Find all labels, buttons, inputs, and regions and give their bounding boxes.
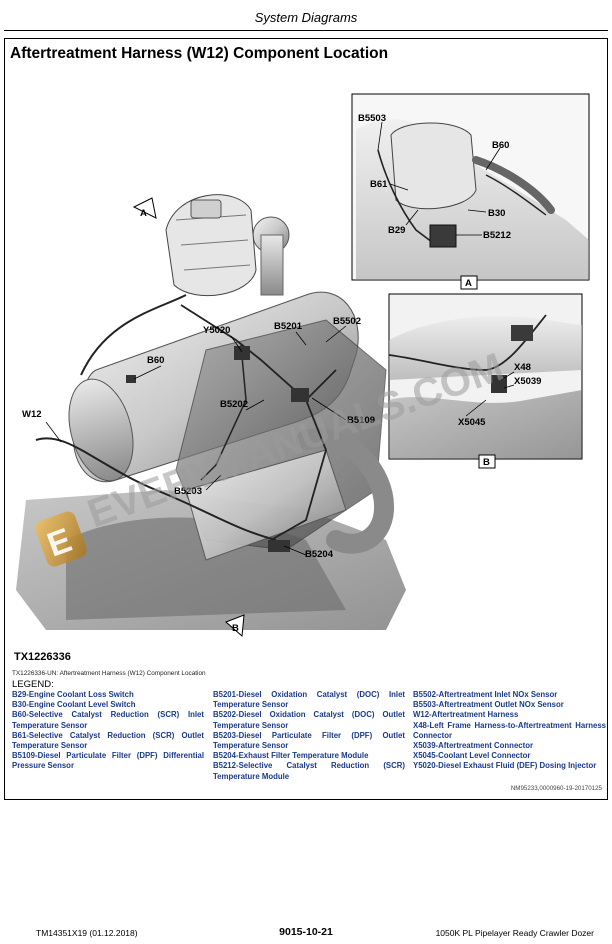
legend-column-2: B5201-Diesel Oxidation Catalyst (DOC) In… xyxy=(213,690,405,782)
footer-page-number: 9015-10-21 xyxy=(279,926,333,938)
legend-item: B5503-Aftertreatment Outlet NOx Sensor xyxy=(413,700,564,710)
callout-b5212: B5212 xyxy=(483,230,511,241)
header-rule xyxy=(4,30,608,31)
legend-item: X5045-Coolant Level Connector xyxy=(413,751,531,761)
callout-b5109: B5109 xyxy=(347,415,375,426)
component-location-diagram: A B Y5020 B5201 B5502 B60 W12 B5202 B510… xyxy=(16,93,590,638)
figure-id: TX1226336 xyxy=(14,651,71,663)
page-title: Aftertreatment Harness (W12) Component L… xyxy=(10,45,389,62)
callout-y5020: Y5020 xyxy=(203,325,230,336)
callout-b5203: B5203 xyxy=(174,486,202,497)
legend-item: X48-Left Frame Harness-to-Aftertreatment… xyxy=(413,720,606,740)
section-header: System Diagrams xyxy=(254,10,358,25)
callout-b5202: B5202 xyxy=(220,399,248,410)
callout-b5503: B5503 xyxy=(358,113,386,124)
inset-view-a xyxy=(351,93,590,281)
legend-item: B5203-Diesel Particulate Filter (DPF) Ou… xyxy=(213,730,405,751)
callout-b5204: B5204 xyxy=(305,549,334,560)
legend-item: Y5020-Diesel Exhaust Fluid (DEF) Dosing … xyxy=(413,761,597,771)
legend-title: LEGEND: xyxy=(12,679,54,690)
callout-view-b: B xyxy=(232,623,239,634)
legend-item: B29-Engine Coolant Loss Switch xyxy=(12,690,134,699)
legend-item: B30-Engine Coolant Level Switch xyxy=(12,700,136,710)
callout-x5039: X5039 xyxy=(514,376,541,387)
footer-machine-name: 1050K PL Pipelayer Ready Crawler Dozer xyxy=(435,928,594,938)
legend-item: X5039-Aftertreatment Connector xyxy=(413,741,534,751)
legend-item: B61-Selective Catalyst Reduction (SCR) O… xyxy=(12,730,204,751)
callout-leaders xyxy=(45,325,347,556)
legend-column-3: B5502-Aftertreatment Inlet NOx Sensor B5… xyxy=(413,690,606,772)
engine-assembly-illustration xyxy=(16,194,406,638)
inset-view-b xyxy=(388,293,583,460)
legend-item: W12-Aftertreatment Harness xyxy=(413,710,519,720)
callout-b60-inset: B60 xyxy=(492,140,509,151)
callout-b60: B60 xyxy=(147,355,164,366)
figure-frame xyxy=(4,38,608,800)
callout-b5201: B5201 xyxy=(274,321,303,332)
legend-item: B60-Selective Catalyst Reduction (SCR) I… xyxy=(12,710,204,730)
inset-a-tag: A xyxy=(465,278,472,289)
callout-b29: B29 xyxy=(388,225,405,236)
watermark-logo: E xyxy=(35,511,87,567)
callout-w12: W12 xyxy=(22,409,42,420)
legend-item: B5212-Selective Catalyst Reduction (SCR)… xyxy=(213,761,405,781)
callout-b61: B61 xyxy=(370,179,388,190)
legend-item: B5109-Diesel Particulate Filter (DPF) Di… xyxy=(12,751,204,771)
callout-b5502: B5502 xyxy=(333,316,361,327)
legend-column-1: B29-Engine Coolant Loss Switch B30-Engin… xyxy=(12,690,204,772)
inset-b-tag: B xyxy=(483,457,490,468)
legend-item: B5502-Aftertreatment Inlet NOx Sensor xyxy=(413,690,558,699)
callout-x48: X48 xyxy=(514,362,531,373)
inset-a-tag-box xyxy=(460,275,478,290)
legend-item: B5204-Exhaust Filter Temperature Module xyxy=(213,751,369,761)
figure-caption: TX1226336-UN: Aftertreatment Harness (W1… xyxy=(12,670,206,677)
footer-manual-id: TM14351X19 (01.12.2018) xyxy=(36,928,138,938)
legend-item: B5201-Diesel Oxidation Catalyst (DOC) In… xyxy=(213,690,405,710)
inset-b-tag-box xyxy=(478,454,496,469)
callout-b30: B30 xyxy=(488,208,505,219)
legend-item: B5202-Diesel Oxidation Catalyst (DOC) Ou… xyxy=(213,710,405,730)
callout-view-a: A xyxy=(140,208,147,219)
callout-x5045: X5045 xyxy=(458,417,486,428)
nm-reference: NM95233,0000960-19-20170125 xyxy=(510,785,602,792)
